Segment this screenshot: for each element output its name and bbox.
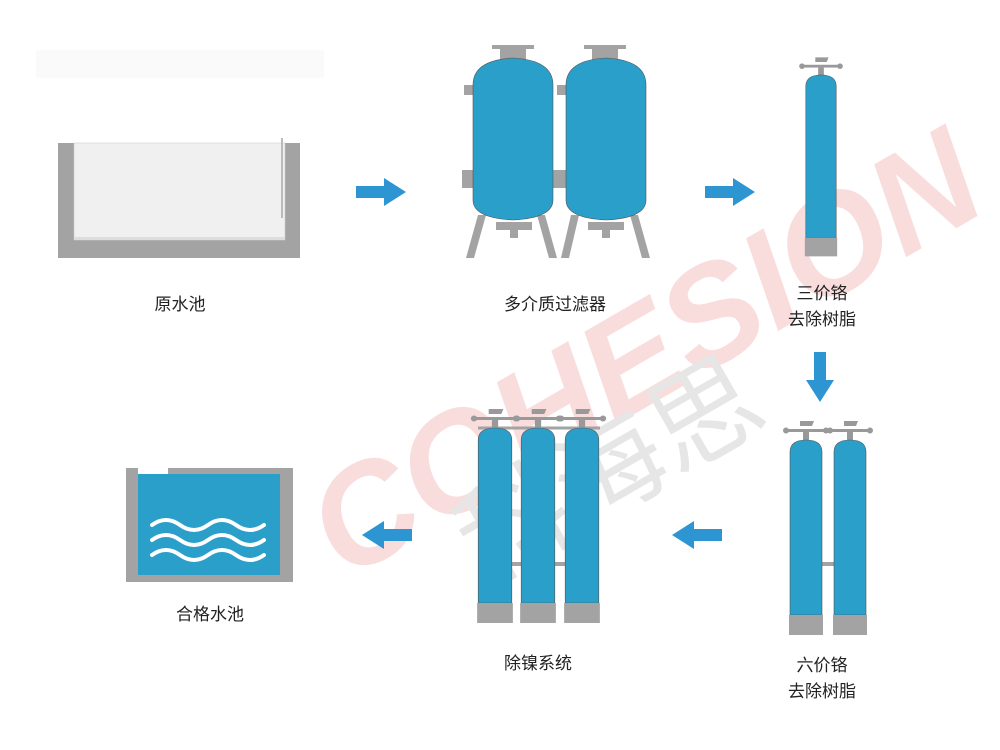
multimedia-filter-label: 多介质过滤器 [504,295,606,315]
header-band [36,50,324,78]
cr3-resin-label-line1: 三价铬 [796,284,848,304]
cr6-resin-label: 六价铬 去除树脂 [722,653,922,705]
qualified-pool-label: 合格水池 [176,605,244,625]
flow-arrow-right-icon [356,178,406,206]
multimedia-filter-icon [462,45,650,258]
cr6-resin-label-line2: 去除树脂 [788,682,856,702]
nickel-removal-label: 除镍系统 [504,654,572,674]
raw-pool-label: 原水池 [154,295,206,315]
flow-arrow-down-icon [806,352,834,402]
nickel-removal-system-icon [470,408,607,624]
cr3-resin-column-icon [798,56,844,257]
qualified-pool-icon [126,468,293,582]
cr3-resin-label-line2: 去除树脂 [788,310,856,330]
cr6-resin-label-line1: 六价铬 [796,656,848,676]
cr3-resin-label: 三价铬 去除树脂 [722,281,922,333]
flow-arrow-left-icon [672,521,722,549]
raw-pool-icon [58,138,300,258]
cr6-resin-columns-icon [782,420,874,636]
